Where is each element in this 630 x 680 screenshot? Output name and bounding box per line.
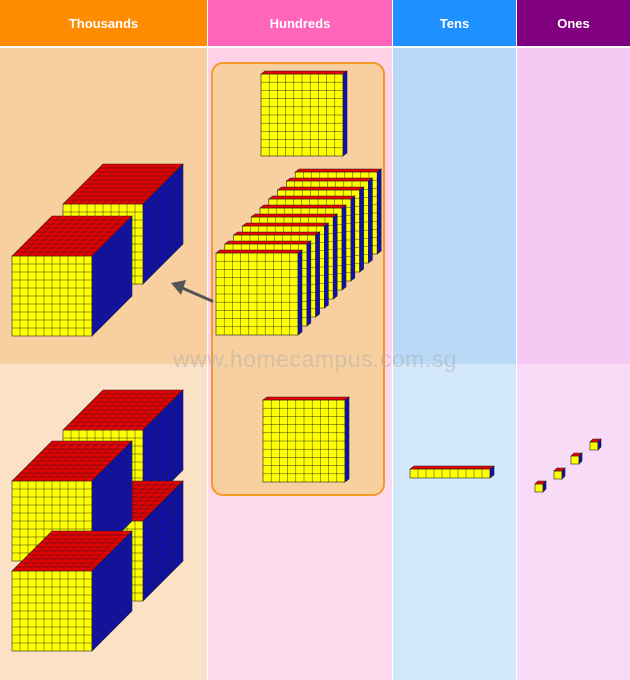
- thousand-cube: [11, 530, 133, 652]
- hundred-flat: [215, 249, 303, 336]
- hundred-flat: [262, 396, 350, 483]
- tens-band-top: [393, 48, 516, 364]
- tens-header: Tens: [393, 0, 516, 46]
- one-unit: [589, 438, 602, 451]
- tens-column: Tens: [393, 0, 516, 680]
- thousand-cube: [11, 215, 133, 337]
- ones-column: Ones: [517, 0, 630, 680]
- one-unit: [534, 480, 547, 493]
- ones-header: Ones: [517, 0, 630, 46]
- regroup-arrow: [171, 280, 214, 303]
- tens-band-bottom: [393, 364, 516, 680]
- ten-rod: [409, 465, 495, 479]
- one-unit: [570, 452, 583, 465]
- thousands-header: Thousands: [0, 0, 207, 46]
- hundred-flat: [260, 70, 348, 157]
- hundreds-header: Hundreds: [208, 0, 392, 46]
- one-unit: [553, 467, 566, 480]
- ones-band-top: [517, 48, 630, 364]
- ones-band-bottom: [517, 364, 630, 680]
